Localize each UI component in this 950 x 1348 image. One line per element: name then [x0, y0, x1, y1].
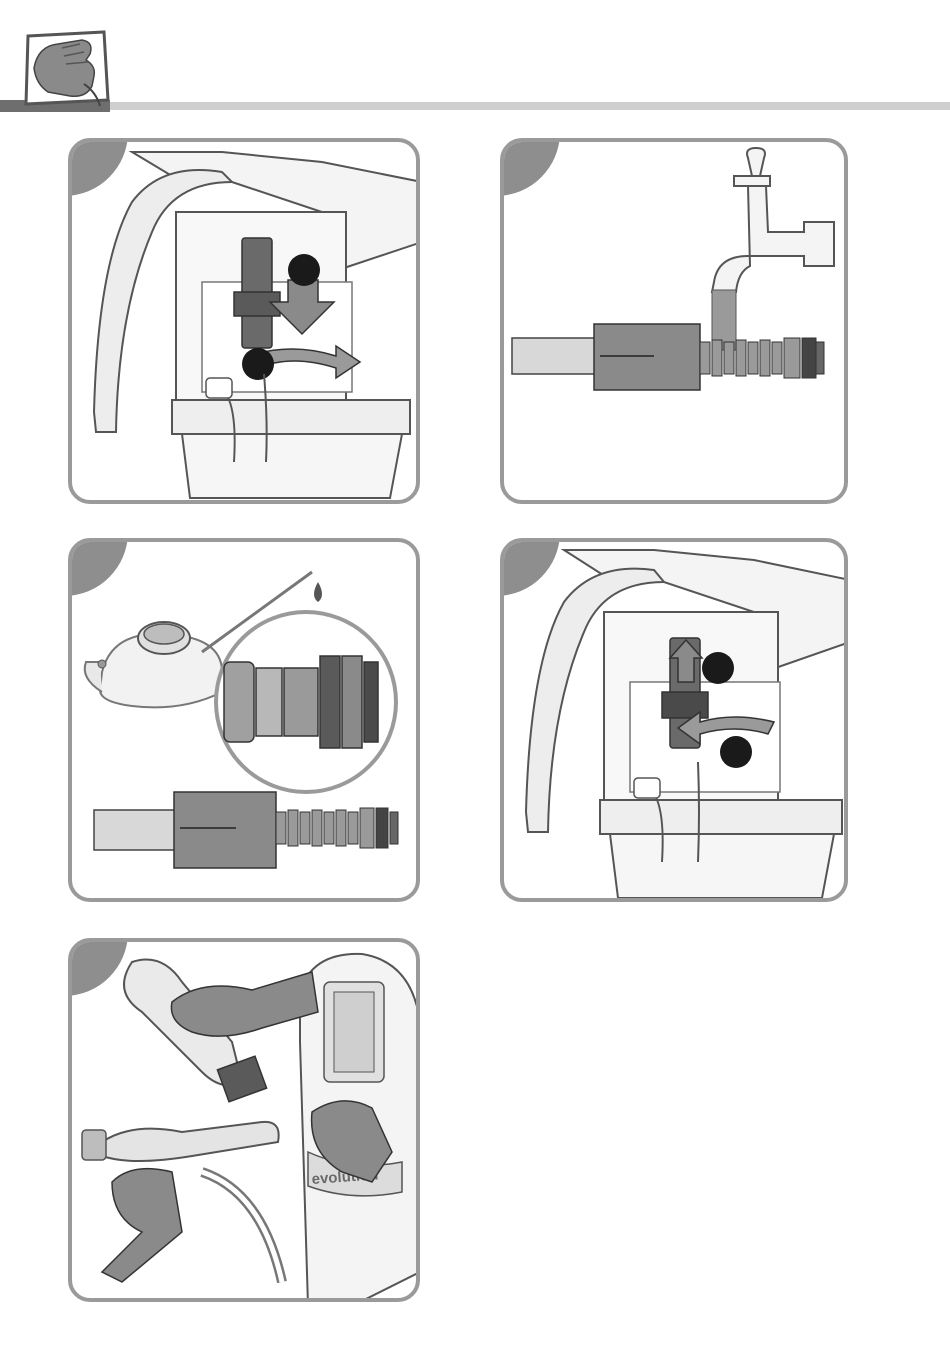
reinsert-filter-icon — [504, 542, 848, 902]
wiping-glove-icon — [24, 26, 110, 110]
panel-reinsert-filter — [500, 538, 848, 902]
header-rule — [0, 100, 950, 112]
panel-lubricate-seal — [68, 538, 420, 902]
panel-rinse-filter — [500, 138, 848, 504]
lubricate-seal-icon — [72, 542, 420, 902]
rinse-under-tap-icon — [504, 142, 848, 504]
remove-filter-icon — [72, 142, 420, 504]
header-rule-light — [110, 102, 950, 110]
panel-wipe-clean: evolution — [68, 938, 420, 1302]
wipe-clean-icon: evolution — [72, 942, 420, 1302]
panel-remove-filter — [68, 138, 420, 504]
